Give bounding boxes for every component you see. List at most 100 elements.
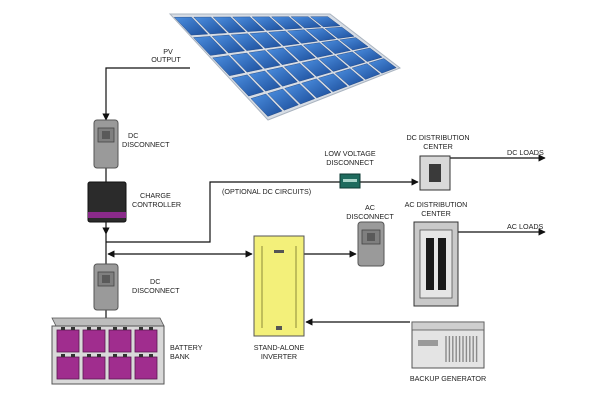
pv-cell bbox=[301, 78, 332, 99]
battery-terminal bbox=[139, 354, 143, 357]
pv-cell bbox=[283, 63, 315, 82]
dc-distribution-label-1: DC DISTRIBUTION bbox=[406, 133, 469, 142]
pv-cell bbox=[284, 45, 316, 62]
pv-output-label-1: PV bbox=[163, 47, 173, 56]
battery-cells bbox=[56, 327, 158, 380]
battery-terminal bbox=[149, 327, 153, 330]
pv-cell bbox=[351, 63, 381, 80]
generator-vents bbox=[445, 336, 478, 362]
backup-generator-label: BACKUP GENERATOR bbox=[410, 374, 486, 383]
battery-terminal bbox=[97, 327, 101, 330]
ac-disconnect bbox=[357, 221, 385, 267]
pv-cell bbox=[339, 37, 369, 51]
pv-cell bbox=[287, 29, 319, 44]
pv-cell bbox=[231, 74, 264, 97]
pv-cell bbox=[309, 16, 341, 28]
pv-cell bbox=[318, 55, 349, 72]
pv-array bbox=[168, 13, 402, 121]
battery-terminal bbox=[61, 327, 65, 330]
dc-disconnect-top-label-1: DC bbox=[128, 131, 138, 140]
pv-cell bbox=[318, 73, 348, 92]
pv-cell bbox=[248, 50, 281, 69]
battery-terminal bbox=[123, 354, 127, 357]
battery-terminal bbox=[71, 327, 75, 330]
pv-cell bbox=[301, 59, 332, 77]
pv-cell bbox=[266, 66, 298, 87]
low-voltage-disconnect bbox=[339, 173, 361, 189]
dc-disconnect-bottom bbox=[93, 263, 119, 311]
pv-cell bbox=[321, 39, 351, 54]
low-voltage-label-1: LOW VOLTAGE bbox=[324, 149, 375, 158]
pv-cell bbox=[212, 55, 246, 76]
pv-cell bbox=[173, 16, 209, 36]
pv-output-label-2: OUTPUT bbox=[151, 55, 181, 64]
stand-alone-inverter bbox=[253, 235, 305, 337]
dc-loads-label: DC LOADS bbox=[507, 148, 544, 157]
battery-terminal bbox=[113, 327, 117, 330]
pv-cell bbox=[249, 32, 282, 49]
pv-cell bbox=[284, 83, 316, 105]
inverter-label-1: STAND-ALONE bbox=[254, 343, 305, 352]
pv-cell bbox=[248, 70, 281, 92]
pv-cell bbox=[232, 16, 265, 32]
battery-bank-label-2: BANK bbox=[170, 352, 190, 361]
charge-controller-label-2: CONTROLLER bbox=[132, 200, 181, 209]
battery-terminal bbox=[71, 354, 75, 357]
backup-generator bbox=[411, 321, 485, 369]
pv-cell bbox=[302, 42, 334, 58]
charge-controller-label-1: CHARGE bbox=[140, 191, 171, 200]
dc-disconnect-top bbox=[93, 119, 119, 169]
low-voltage-label-2: DISCONNECT bbox=[326, 158, 374, 167]
battery-cell bbox=[82, 329, 106, 353]
pv-cell bbox=[251, 16, 284, 31]
dc-distribution-center bbox=[419, 155, 451, 191]
wiring bbox=[102, 67, 546, 326]
pv-cell bbox=[368, 58, 397, 74]
battery-terminal bbox=[87, 354, 91, 357]
battery-terminal bbox=[139, 327, 143, 330]
ac-distribution-label-1: AC DISTRIBUTION bbox=[405, 200, 468, 209]
battery-terminal bbox=[61, 354, 65, 357]
inverter-label-2: INVERTER bbox=[261, 352, 297, 361]
pv-cell bbox=[268, 30, 300, 46]
battery-bank-label-1: BATTERY bbox=[170, 343, 203, 352]
battery-terminal bbox=[123, 327, 127, 330]
battery-cell bbox=[134, 329, 158, 353]
ac-disconnect-label-2: DISCONNECT bbox=[346, 212, 394, 221]
dc-disconnect-bottom-label-2: DISCONNECT bbox=[132, 286, 180, 295]
pv-cell bbox=[305, 28, 337, 42]
battery-cell bbox=[82, 356, 106, 380]
battery-cell bbox=[56, 329, 80, 353]
pv-cell bbox=[324, 26, 355, 39]
ac-distribution-label-2: CENTER bbox=[421, 209, 451, 218]
pv-cell bbox=[267, 88, 299, 111]
pv-cell bbox=[290, 16, 322, 29]
pv-cell bbox=[193, 36, 227, 56]
optional-dc-label: (OPTIONAL DC CIRCUITS) bbox=[222, 187, 311, 196]
ac-distribution-center bbox=[413, 221, 459, 307]
battery-bank bbox=[51, 317, 165, 385]
battery-cell bbox=[108, 329, 132, 353]
dc-distribution-label-2: CENTER bbox=[423, 142, 453, 151]
battery-terminal bbox=[113, 354, 117, 357]
battery-cell bbox=[56, 356, 80, 380]
battery-cell bbox=[108, 356, 132, 380]
battery-terminal bbox=[87, 327, 91, 330]
pv-cell bbox=[266, 47, 299, 65]
optional-dc-wire bbox=[106, 178, 419, 243]
pv-cell bbox=[230, 52, 263, 73]
pv-output-wire bbox=[102, 67, 190, 121]
pv-cell bbox=[211, 34, 246, 54]
battery-terminal bbox=[97, 354, 101, 357]
pv-cell bbox=[271, 16, 303, 30]
pv-cell bbox=[212, 16, 247, 33]
pv-cell bbox=[230, 33, 264, 51]
battery-terminal bbox=[149, 354, 153, 357]
ac-disconnect-label-1: AC bbox=[365, 203, 375, 212]
pv-cell bbox=[353, 47, 383, 62]
ac-loads-label: AC LOADS bbox=[507, 222, 544, 231]
dc-disconnect-top-label-2: DISCONNECT bbox=[122, 140, 170, 149]
dc-disconnect-bottom-label-1: DC bbox=[150, 277, 160, 286]
pv-cells bbox=[173, 16, 397, 117]
